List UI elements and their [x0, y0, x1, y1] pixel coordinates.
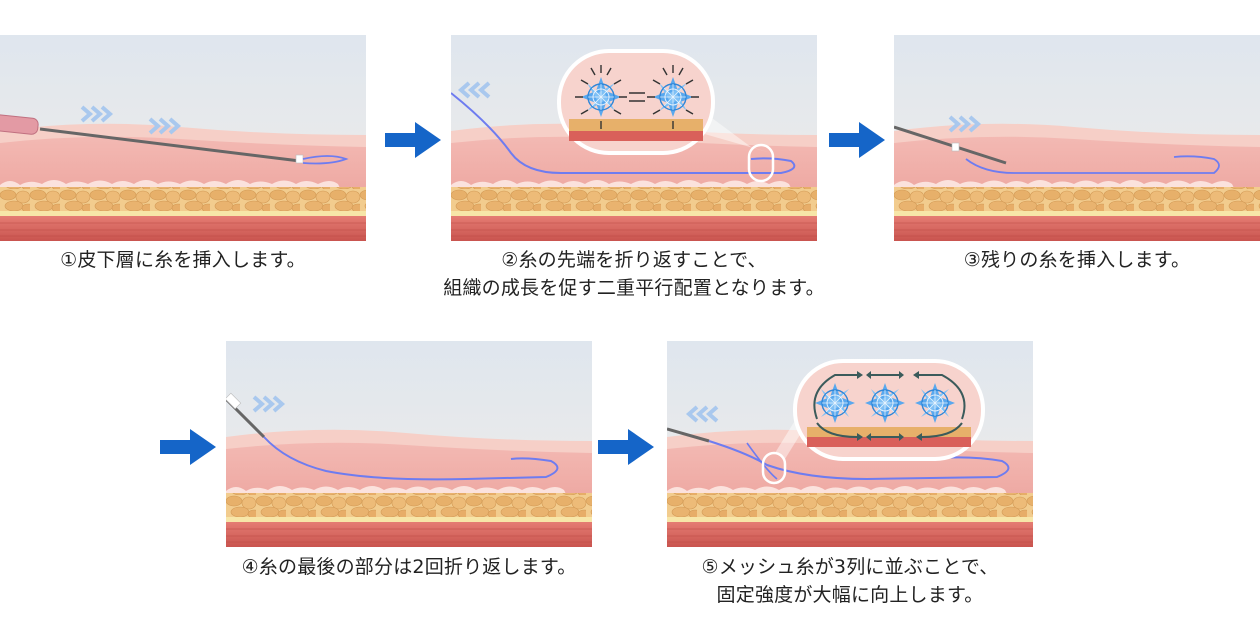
needle-icon — [894, 125, 1007, 165]
caption-line: 固定強度が大幅に向上します。 — [716, 584, 984, 606]
step-4-caption: ④糸の最後の部分は2回折り返します。 — [196, 553, 622, 581]
step-1-illustration — [0, 35, 366, 241]
mesh-node-icon — [814, 382, 856, 424]
step-3-illustration — [894, 35, 1260, 241]
caption-line: ①皮下層に糸を挿入します。 — [60, 249, 306, 271]
step-1-caption: ①皮下層に糸を挿入します。 — [0, 246, 366, 274]
mesh-node-icon — [864, 382, 906, 424]
caption-line: 組織の成長を促す二重平行配置となります。 — [443, 277, 825, 299]
magnified-inset — [793, 359, 985, 461]
caption-line: ②糸の先端を折り返すことで、 — [501, 249, 767, 271]
step-2-caption: ②糸の先端を折り返すことで、 組織の成長を促す二重平行配置となります。 — [394, 246, 874, 302]
step-2-illustration — [451, 35, 817, 241]
caption-line: ③残りの糸を挿入します。 — [963, 249, 1191, 271]
flow-arrow-icon — [598, 429, 654, 465]
caption-line: ⑤メッシュ糸が3列に並ぶことで、 — [701, 556, 999, 578]
mesh-node-icon — [914, 382, 956, 424]
needle-icon — [226, 392, 266, 439]
caption-line: ④糸の最後の部分は2回折り返します。 — [241, 556, 577, 578]
needle-icon — [0, 114, 301, 163]
magnified-inset — [557, 49, 715, 155]
flow-arrow-icon — [829, 122, 885, 158]
flow-arrow-icon — [385, 122, 441, 158]
step-5-caption: ⑤メッシュ糸が3列に並ぶことで、 固定強度が大幅に向上します。 — [637, 553, 1063, 609]
step-5-illustration — [667, 341, 1033, 547]
step-3-caption: ③残りの糸を挿入します。 — [894, 246, 1260, 274]
flow-arrow-icon — [160, 429, 216, 465]
step-4-illustration — [226, 341, 592, 547]
